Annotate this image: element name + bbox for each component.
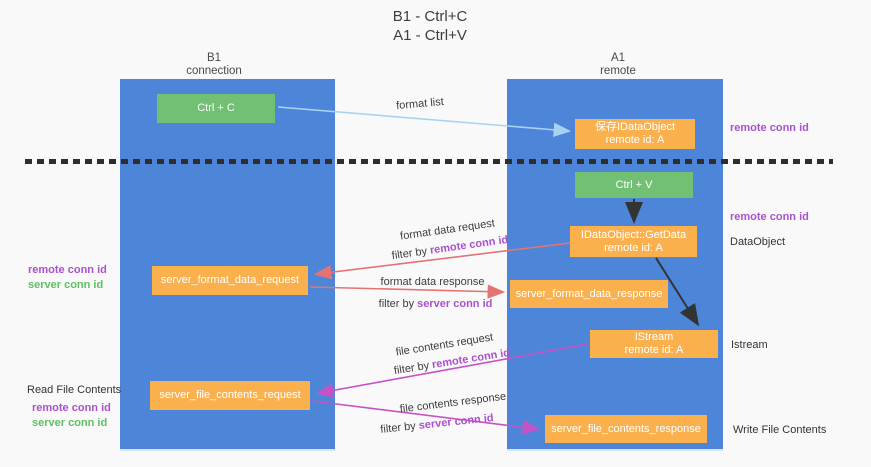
getdata-line2: remote id: A	[604, 241, 663, 254]
label-istream: Istream	[731, 339, 768, 351]
column-a1-name: A1	[610, 52, 626, 64]
node-istream: IStream remote id: A	[590, 330, 718, 358]
column-header-a1: A1 remote	[553, 52, 683, 78]
filter-by-text: filter by	[378, 298, 418, 310]
title-line-2: A1 - Ctrl+V	[393, 27, 467, 44]
node-server-file-contents-request: server_file_contents_request	[150, 381, 310, 410]
istream-line2: remote id: A	[624, 344, 684, 356]
node-save-idataobject: 保存IDataObject remote id: A	[575, 119, 695, 149]
node-server-file-contents-response: server_file_contents_response	[545, 415, 707, 443]
file-request-label: server_file_contents_request	[159, 389, 301, 401]
label-write-file-contents: Write File Contents	[733, 424, 827, 436]
node-server-format-data-request: server_format_data_request	[152, 266, 308, 295]
label-remote-conn-id-top: remote conn id	[730, 122, 809, 134]
istream-line1: IStream	[634, 331, 674, 343]
column-header-b1: B1 connection	[149, 52, 279, 78]
getdata-line1: IDataObject::GetData	[580, 228, 687, 241]
title-line-1: B1 - Ctrl+C	[392, 8, 468, 25]
remote-conn-id-text: remote conn id	[429, 233, 509, 257]
label-dataobject: DataObject	[730, 236, 786, 248]
label-format-data-response: format data response	[380, 276, 485, 288]
label-remote-conn-id-mid: remote conn id	[730, 211, 809, 223]
format-request-label: server_format_data_request	[160, 274, 300, 286]
label-server-conn-id-left1: server conn id	[28, 279, 104, 291]
label-filter-server-1: filter by server conn id	[373, 298, 498, 310]
server-conn-id-text: server conn id	[418, 412, 495, 432]
node-idataobject-getdata: IDataObject::GetData remote id: A	[570, 226, 697, 257]
filter-by-text: filter by	[393, 359, 434, 378]
column-a1-sub: remote	[600, 65, 636, 77]
label-format-list: format list	[395, 95, 445, 113]
save-idataobject-line1: 保存IDataObject	[594, 121, 676, 133]
file-response-label: server_file_contents_response	[551, 422, 701, 435]
phase-separator-dashed-line	[25, 159, 833, 164]
column-b1-name: B1	[206, 52, 222, 64]
label-server-conn-id-left2: server conn id	[32, 417, 108, 429]
server-conn-id-text: server conn id	[417, 298, 493, 310]
ctrl-v-label: Ctrl + V	[615, 178, 653, 191]
label-read-file-contents: Read File Contents	[27, 384, 122, 396]
column-b1-sub: connection	[186, 65, 242, 77]
node-ctrl-c: Ctrl + C	[157, 94, 275, 123]
node-ctrl-v: Ctrl + V	[575, 172, 693, 198]
label-remote-conn-id-left2: remote conn id	[32, 402, 111, 414]
node-server-format-data-response: server_format_data_response	[510, 280, 668, 308]
diagram-title: B1 - Ctrl+C A1 - Ctrl+V	[330, 7, 530, 45]
filter-by-text: filter by	[391, 244, 431, 263]
format-response-label: server_format_data_response	[515, 287, 663, 300]
label-remote-conn-id-left1: remote conn id	[28, 264, 107, 276]
save-idataobject-line2: remote id: A	[605, 134, 665, 146]
ctrl-c-label: Ctrl + C	[197, 102, 235, 114]
filter-by-text: filter by	[379, 419, 420, 436]
